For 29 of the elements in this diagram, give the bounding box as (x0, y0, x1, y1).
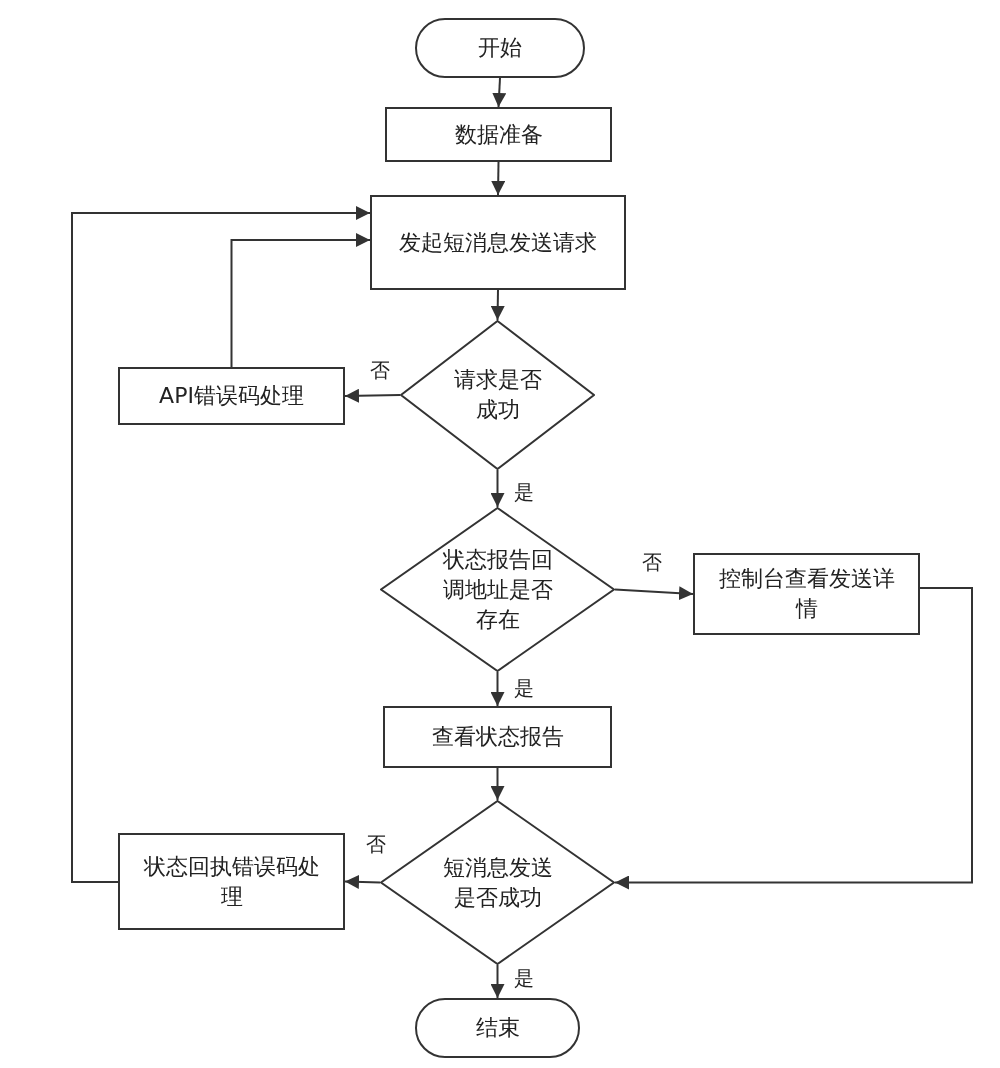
arrow (614, 586, 694, 601)
arrow (490, 469, 505, 508)
arrow (614, 587, 973, 890)
process-box: 查看状态报告 (383, 706, 612, 768)
edge-label: 是 (512, 966, 536, 990)
arrow (490, 767, 505, 801)
arrow (230, 233, 371, 368)
process-box: 状态回执错误码处理 (118, 833, 345, 930)
edge-label: 否 (364, 832, 388, 856)
arrow (344, 388, 401, 403)
arrow (490, 671, 505, 707)
arrow (490, 964, 505, 999)
terminal-box: 开始 (415, 18, 585, 78)
decision-diamond: 请求是否成功 (400, 320, 595, 470)
process-box: 控制台查看发送详情 (693, 553, 920, 635)
process-box: 数据准备 (385, 107, 612, 162)
process-box: API错误码处理 (118, 367, 345, 425)
process-box: 发起短消息发送请求 (370, 195, 626, 290)
edge-label: 否 (640, 550, 664, 574)
terminal-box: 结束 (415, 998, 580, 1058)
decision-diamond: 状态报告回调地址是否存在 (380, 507, 615, 672)
arrow (490, 289, 505, 321)
arrow (492, 77, 507, 108)
arrow (71, 206, 371, 883)
edge-label: 否 (368, 358, 392, 382)
arrow (344, 874, 381, 889)
edge-label: 是 (512, 676, 536, 700)
arrow (491, 161, 506, 196)
edge-label: 是 (512, 480, 536, 504)
